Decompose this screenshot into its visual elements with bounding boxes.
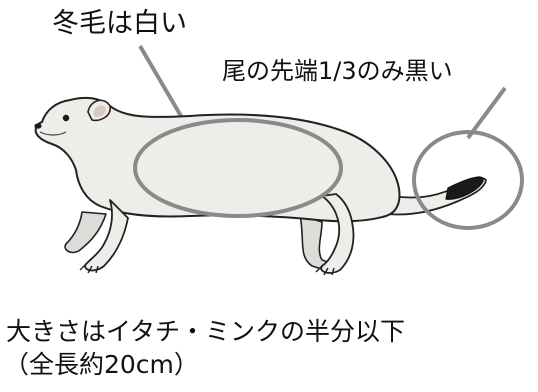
inner-ear: [93, 105, 106, 118]
size-caption: 大きさはイタチ・ミンクの半分以下: [6, 317, 406, 346]
near-hind-leg: [320, 193, 355, 274]
winter-coat-callout-ellipse: [133, 118, 343, 218]
nose: [34, 123, 42, 129]
tail-black-tip: [445, 176, 484, 200]
weasel-icon: [34, 97, 487, 276]
front-paw: [79, 263, 99, 274]
mouth: [39, 131, 67, 136]
hind-paw: [315, 265, 335, 276]
body: [34, 97, 401, 223]
tail-tip-label: 尾の先端1/3のみ黒い: [222, 57, 453, 85]
eye: [62, 114, 70, 122]
winter-coat-callout-line: [138, 44, 190, 130]
tail-tip-callout-ellipse: [412, 130, 524, 230]
tail-tip-callout-line: [466, 86, 507, 140]
far-front-leg: [64, 211, 107, 254]
winter-coat-label: 冬毛は白い: [52, 8, 187, 39]
length-caption: （全長約20cm）: [4, 350, 199, 379]
